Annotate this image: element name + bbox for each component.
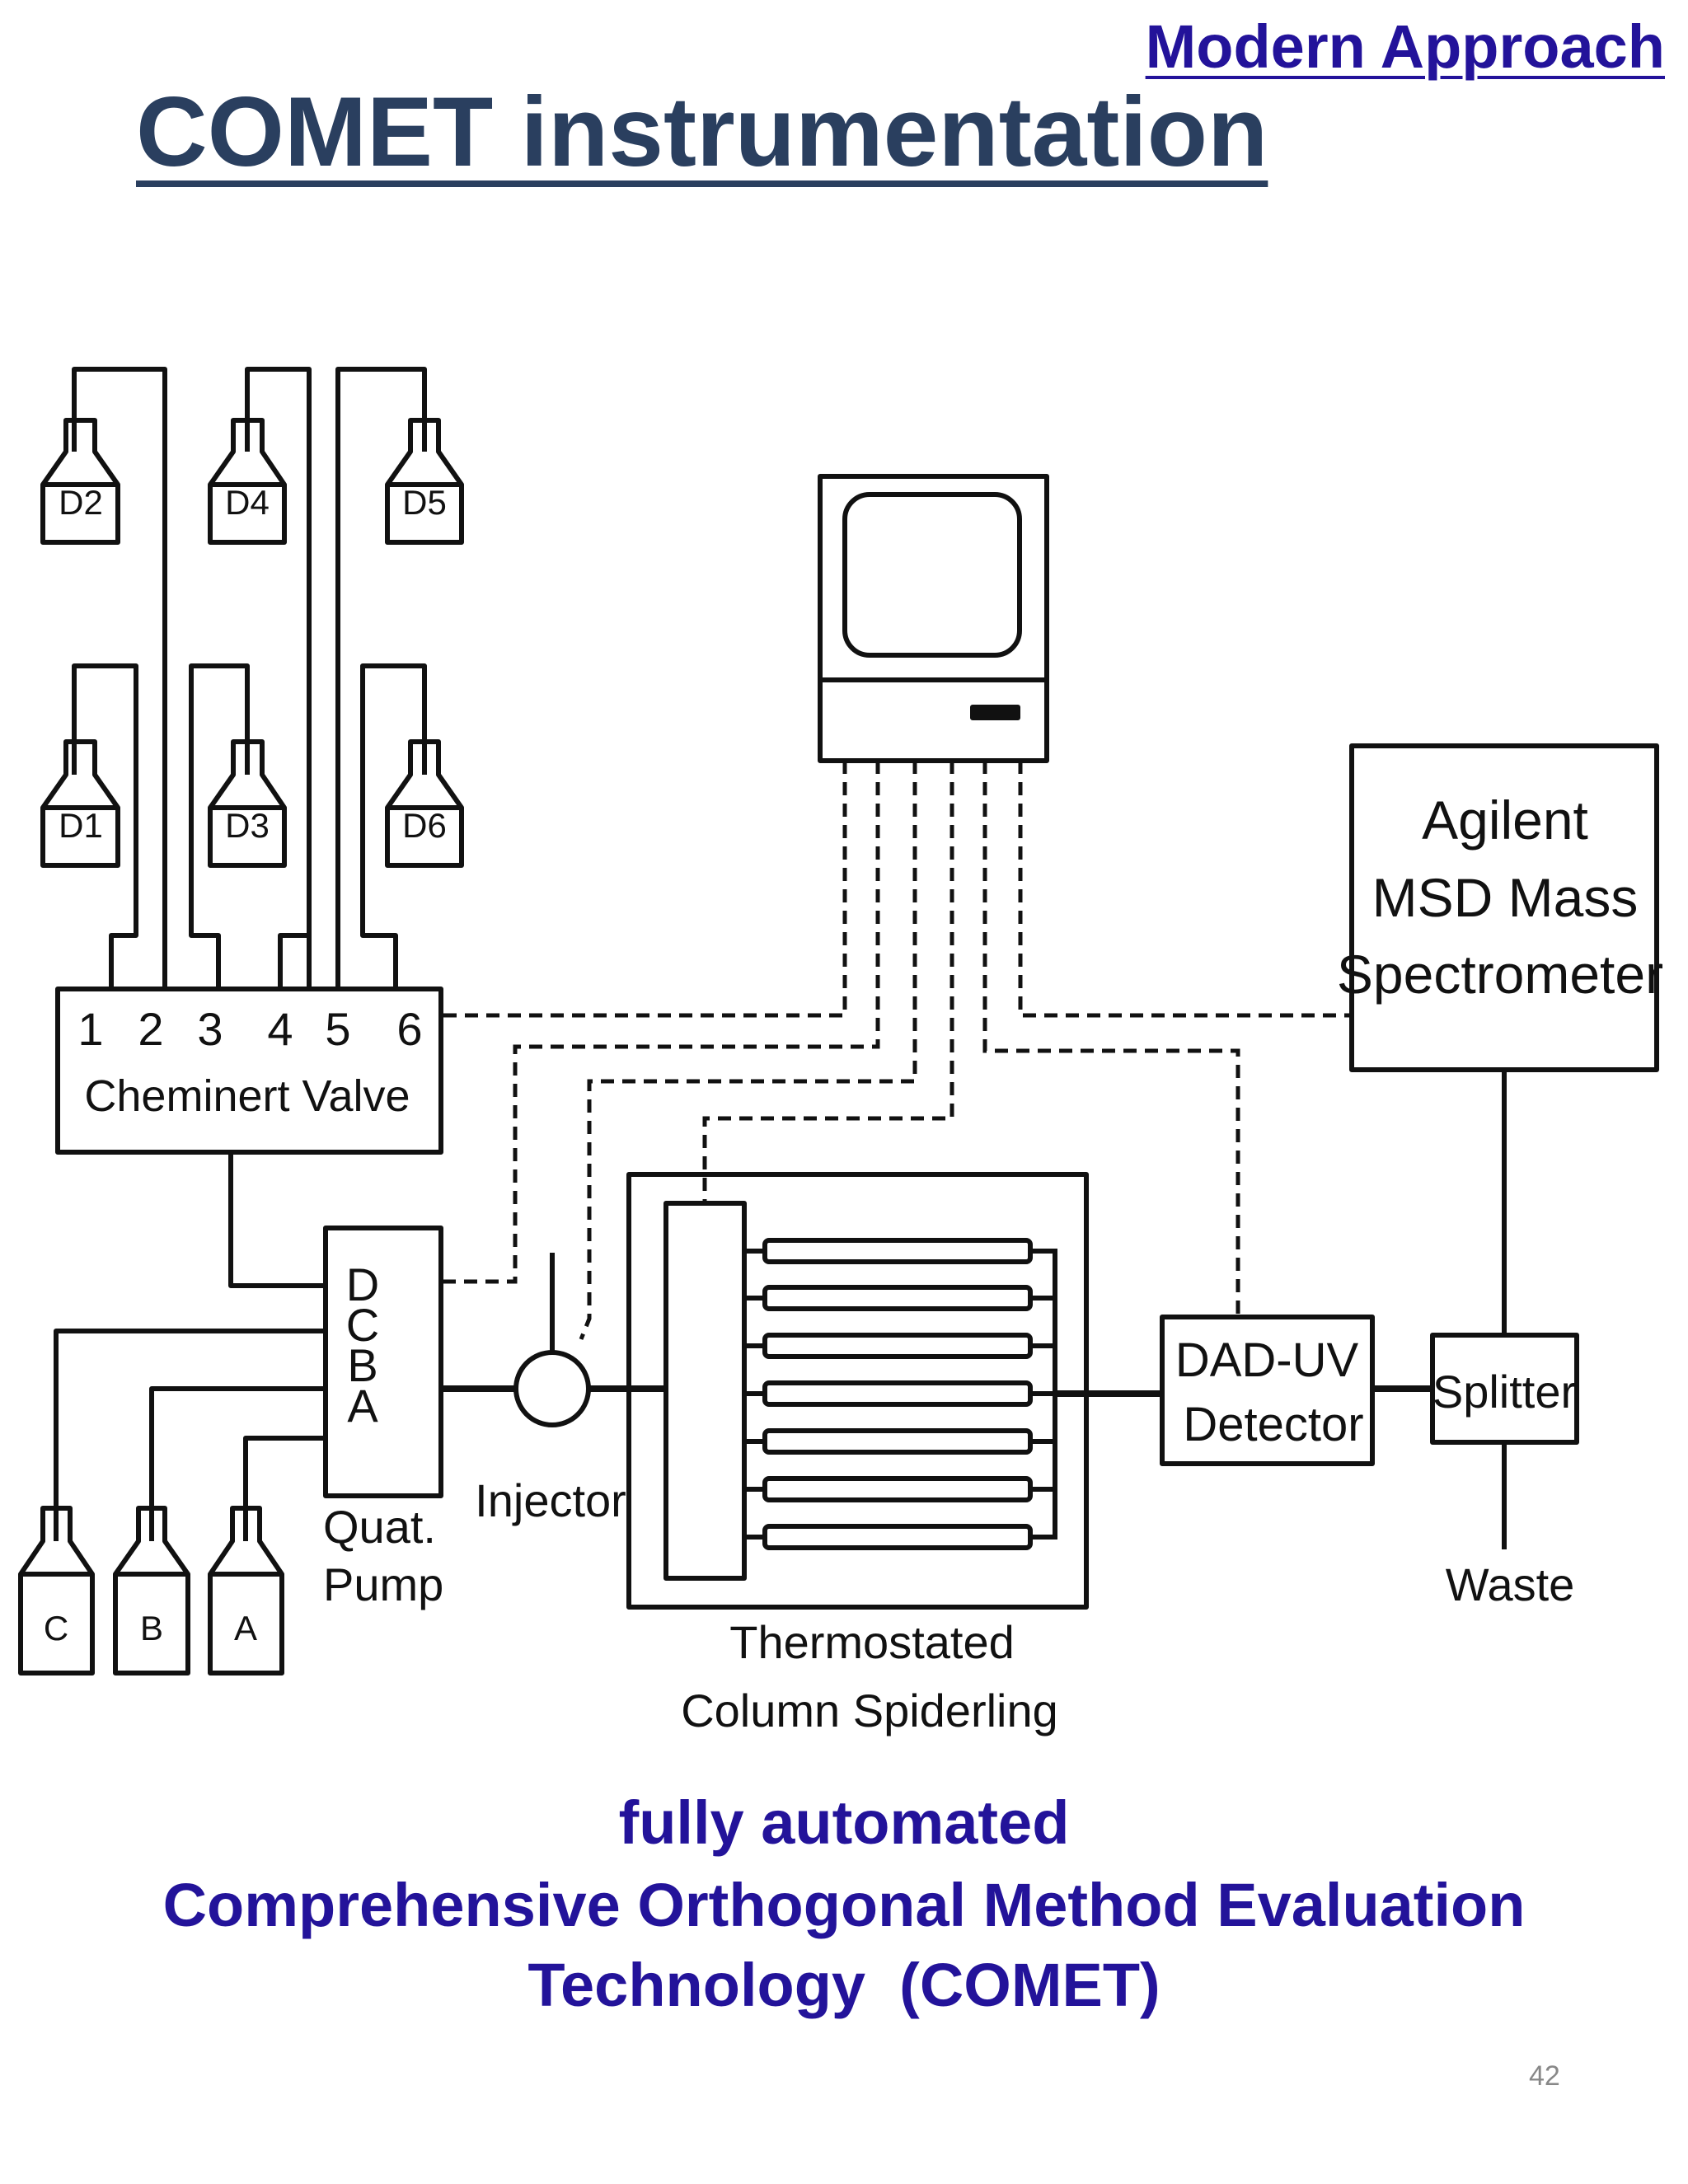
- bottle-label-d4: D4: [225, 483, 270, 522]
- bottle-d1: [40, 663, 138, 989]
- bottle-label-d5: D5: [402, 483, 447, 522]
- bottle-d3: [189, 663, 287, 989]
- detector-label-line1: DAD-UV: [1175, 1333, 1359, 1387]
- bottle-b: [113, 1386, 326, 1675]
- bottle-label-b: B: [140, 1609, 163, 1647]
- valve-port-6: 6: [396, 1003, 422, 1055]
- ms-label-line1: Agilent: [1422, 790, 1588, 851]
- slide-title: COMET instrumentation: [136, 77, 1268, 187]
- control-lines: [441, 761, 1352, 1340]
- modern-approach-label: Modern Approach: [1145, 12, 1665, 81]
- bottle-label-d6: D6: [402, 806, 447, 845]
- valve-port-5: 5: [325, 1003, 350, 1055]
- column-label-line2: Column Spiderling: [681, 1685, 1058, 1736]
- pump-channel-b: B: [347, 1339, 377, 1391]
- pump-label-line1: Quat.: [323, 1501, 436, 1553]
- pump-label-line2: Pump: [323, 1558, 443, 1610]
- bottle-label-d3: D3: [225, 806, 270, 845]
- bottle-c: [18, 1329, 326, 1675]
- bottle-d6: [360, 663, 464, 989]
- valve-port-3: 3: [197, 1003, 223, 1055]
- injector-valve: [513, 1350, 591, 1427]
- caption-line-1: fully automated: [618, 1788, 1070, 1857]
- valve-label: Cheminert Valve: [84, 1071, 410, 1121]
- column-manifold: [663, 1201, 747, 1581]
- valve-port-1: 1: [77, 1003, 103, 1055]
- pump-channel-c: C: [346, 1299, 379, 1351]
- ms-label-line3: Spectrometer: [1337, 944, 1663, 1005]
- pump-channel-d: D: [346, 1258, 379, 1310]
- computer-icon: [818, 474, 1049, 763]
- valve-port-4: 4: [267, 1003, 293, 1055]
- waste-label: Waste: [1446, 1558, 1575, 1610]
- ms-label-line2: MSD Mass: [1372, 867, 1639, 928]
- column-label-line1: Thermostated: [729, 1616, 1015, 1668]
- bottle-label-a: A: [234, 1609, 257, 1647]
- bottle-a: [208, 1436, 326, 1675]
- splitter-label: Splitter: [1432, 1366, 1576, 1418]
- detector-label-line2: Detector: [1183, 1398, 1363, 1451]
- injector-label: Injector: [475, 1474, 626, 1526]
- bottle-d2: [40, 367, 167, 989]
- mass-spectrometer: [1349, 743, 1659, 1072]
- page-number: 42: [1529, 2060, 1560, 2092]
- bottle-label-d2: D2: [59, 483, 103, 522]
- caption-line-2: Comprehensive Orthogonal Method Evaluati…: [162, 1871, 1526, 1939]
- bottle-label-c: C: [44, 1609, 68, 1647]
- bottle-label-d1: D1: [59, 806, 103, 845]
- cheminert-valve: [55, 987, 443, 1155]
- column-array: [744, 1238, 1057, 1550]
- bottle-d5: [335, 367, 464, 989]
- valve-port-2: 2: [138, 1003, 163, 1055]
- quat-pump: [323, 1226, 443, 1498]
- bottle-d4: [208, 367, 312, 989]
- pump-channel-a: A: [347, 1380, 378, 1432]
- caption-line-3: Technology (COMET): [528, 1951, 1160, 2019]
